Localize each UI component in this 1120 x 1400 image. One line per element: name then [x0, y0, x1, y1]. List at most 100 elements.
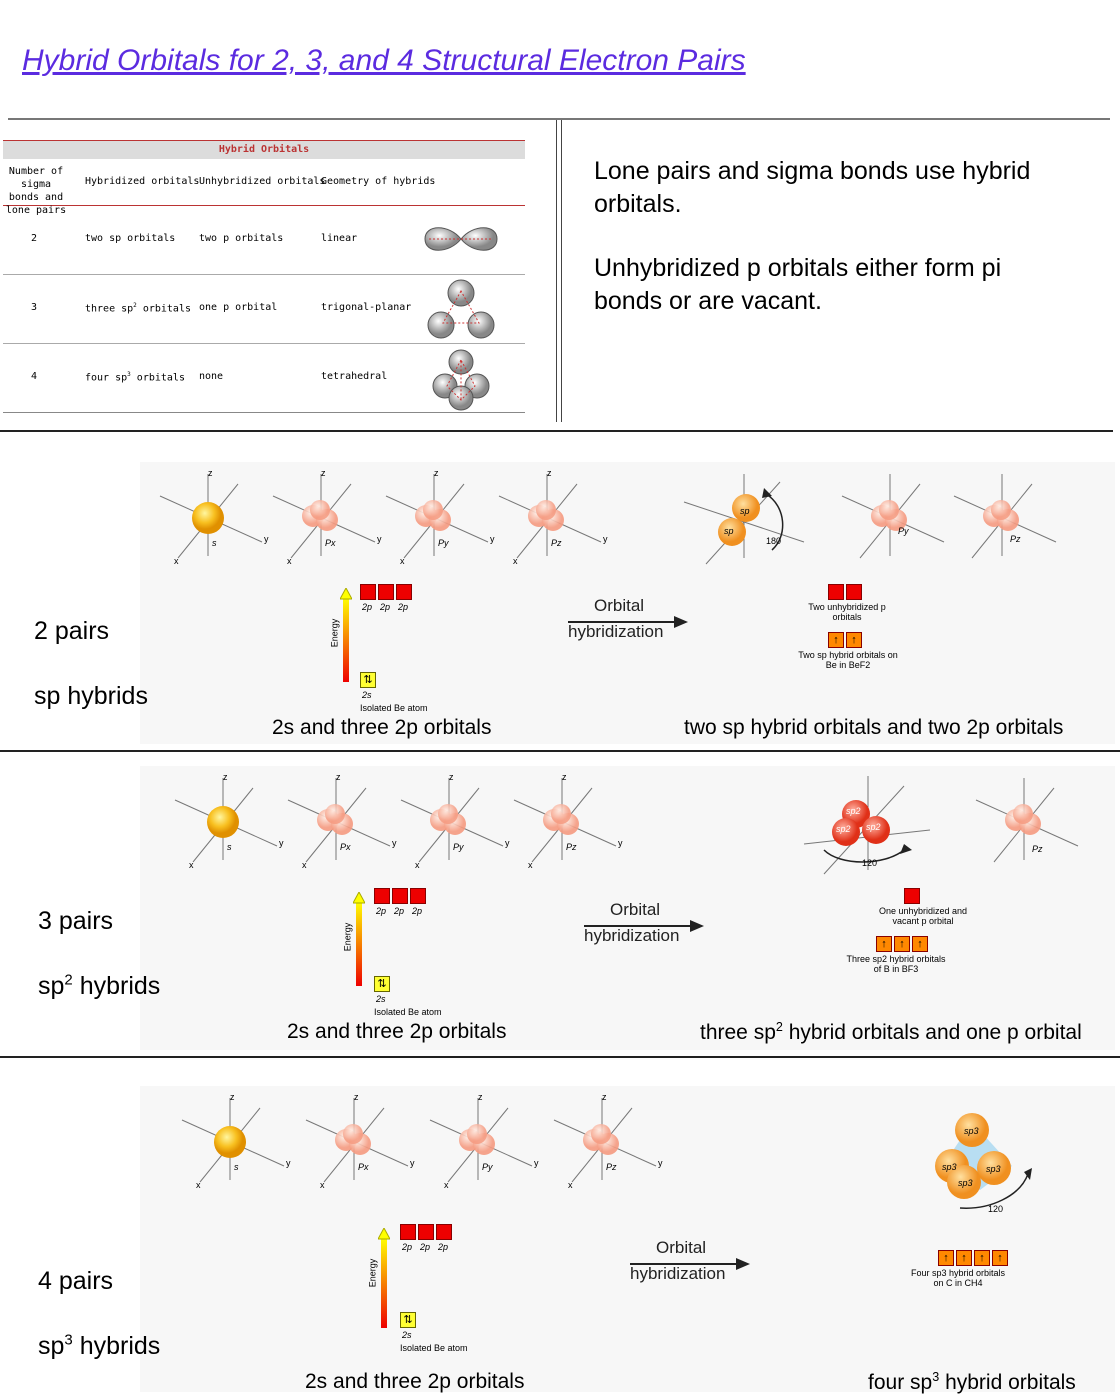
orbital-axes-s — [181, 1098, 285, 1183]
cell-unhybrid: one p orbital — [199, 302, 278, 313]
orbital-word: Orbital — [610, 900, 661, 919]
axis-y-label: y — [658, 1158, 663, 1168]
axis-z-label: z — [230, 1092, 235, 1102]
axis-z-label: z — [478, 1092, 483, 1102]
orbital-axes-s — [159, 474, 263, 559]
orbital-word: Orbital — [656, 1238, 707, 1257]
2p-label: 2p — [398, 602, 409, 612]
left-caption: 2s and three 2p orbitals — [272, 716, 492, 739]
hybrid-note: Four sp3 hybrid orbitals on C in CH4 — [910, 1268, 1006, 1288]
axis-y-label: y — [410, 1158, 415, 1168]
hybrid-orbital-box: ↑ — [846, 632, 862, 648]
linear-orbital-image — [424, 227, 498, 251]
isolated-atom-label: Isolated Be atom — [360, 703, 428, 713]
2p-box — [392, 888, 408, 904]
trigonal-orbital-image — [427, 279, 495, 339]
energy-arrow — [340, 588, 352, 682]
2p-box — [400, 1224, 416, 1240]
table-header-row: Number of sigma bonds and lone pairs Hyb… — [3, 159, 525, 216]
hybrid-orbital-box: ↑ — [956, 1250, 972, 1266]
hybrid-type-label: sp3 hybrids — [38, 1332, 161, 1361]
note-hybrid-use: Lone pairs and sigma bonds use hybrid or… — [594, 157, 1031, 218]
axis-y-label: y — [505, 838, 510, 848]
orbital-name: Py — [898, 526, 909, 536]
hybrid-lobe-label: sp2 — [846, 806, 861, 816]
hybrid-lobe-label: sp2 — [836, 824, 851, 834]
table-heading: Hybrid Orbitals — [3, 140, 525, 159]
2p-label: 2p — [380, 602, 391, 612]
hybrid-orbitals-table: Hybrid Orbitals Number of sigma bonds an… — [3, 140, 525, 413]
orbital-axes-s — [174, 778, 278, 863]
orbital-name: Px — [325, 538, 336, 548]
axis-y-label: y — [603, 534, 608, 544]
energy-label: Energy — [329, 618, 340, 648]
orbital-axes-pz — [953, 474, 1057, 559]
orbital-axes-pz — [975, 778, 1079, 863]
axis-x-label: x — [287, 556, 292, 566]
2p-label: 2p — [438, 1242, 449, 1252]
hybrid-orbital-box: ↑ — [992, 1250, 1008, 1266]
axis-y-label: y — [279, 838, 284, 848]
2p-box — [374, 888, 390, 904]
hybrid-orbital-box: ↑ — [894, 936, 910, 952]
axis-x-label: x — [302, 860, 307, 870]
sp2-hybrid-image — [803, 776, 931, 875]
2p-box — [436, 1224, 452, 1240]
hybrid-orbital-box: ↑ — [938, 1250, 954, 1266]
hybrid-lobe-label: sp3 — [958, 1178, 973, 1188]
2s-box: ⇅ — [400, 1312, 416, 1328]
cell-hybrid: four sp3 orbitals — [85, 371, 185, 384]
axis-y-label: y — [377, 534, 382, 544]
hybrid-lobe-label: sp — [740, 506, 750, 516]
right-caption: three sp2 hybrid orbitals and one p orbi… — [700, 1020, 1082, 1044]
axis-z-label: z — [208, 468, 213, 478]
hybrid-orbital-box: ↑ — [876, 936, 892, 952]
orbital-axes-px — [272, 474, 376, 559]
col-header-number: Number of sigma bonds and lone pairs — [5, 166, 67, 216]
section-divider — [0, 750, 1120, 752]
axis-z-label: z — [223, 772, 228, 782]
orbital-name: Pz — [1032, 844, 1043, 854]
hybridization-arrow-icon — [584, 920, 704, 932]
2p-label: 2p — [420, 1242, 431, 1252]
axis-x-label: x — [415, 860, 420, 870]
hybrid-lobe-label: sp — [724, 526, 734, 536]
orbital-axes-py — [385, 474, 489, 559]
orbital-name: Px — [358, 1162, 369, 1172]
cell-geometry: linear — [321, 233, 358, 244]
bond-angle-label: 180 — [766, 536, 782, 546]
title-divider — [8, 118, 1110, 120]
col-header-hybridized: Hybridized orbitals — [85, 176, 200, 187]
axis-x-label: x — [400, 556, 405, 566]
axis-x-label: x — [196, 1180, 201, 1190]
hybrid-type-label: sp2 hybrids — [38, 972, 161, 1001]
axis-z-label: z — [434, 468, 439, 478]
hybrid-type-label: sp hybrids — [34, 682, 148, 710]
isolated-atom-label: Isolated Be atom — [400, 1343, 468, 1353]
axis-z-label: z — [602, 1092, 607, 1102]
orbital-axes-pz — [513, 778, 617, 863]
axis-y-label: y — [286, 1158, 291, 1168]
section-divider — [0, 430, 1113, 432]
hybridization-word: hybridization — [568, 622, 664, 641]
hybridization-arrow-icon — [630, 1258, 750, 1270]
orbital-name: Pz — [1010, 534, 1021, 544]
section-panel — [140, 766, 1115, 1050]
2p-box — [396, 584, 412, 600]
hybridization-word: hybridization — [630, 1264, 726, 1283]
hybrid-lobe-label: sp3 — [986, 1164, 1001, 1174]
axis-z-label: z — [336, 772, 341, 782]
right-caption: four sp3 hybrid orbitals — [868, 1370, 1076, 1394]
cell-number: 2 — [31, 233, 38, 244]
orbital-name: Py — [453, 842, 464, 852]
section-panel — [140, 1086, 1115, 1392]
axis-z-label: z — [562, 772, 567, 782]
2s-box: ⇅ — [360, 672, 376, 688]
axis-z-label: z — [449, 772, 454, 782]
tetrahedral-orbital-image — [432, 349, 490, 411]
energy-label: Energy — [342, 922, 353, 952]
cell-number: 4 — [31, 371, 38, 382]
section-divider — [0, 1056, 1120, 1058]
page-title[interactable]: Hybrid Orbitals for 2, 3, and 4 Structur… — [22, 44, 746, 77]
orbital-axes-py — [841, 474, 945, 559]
